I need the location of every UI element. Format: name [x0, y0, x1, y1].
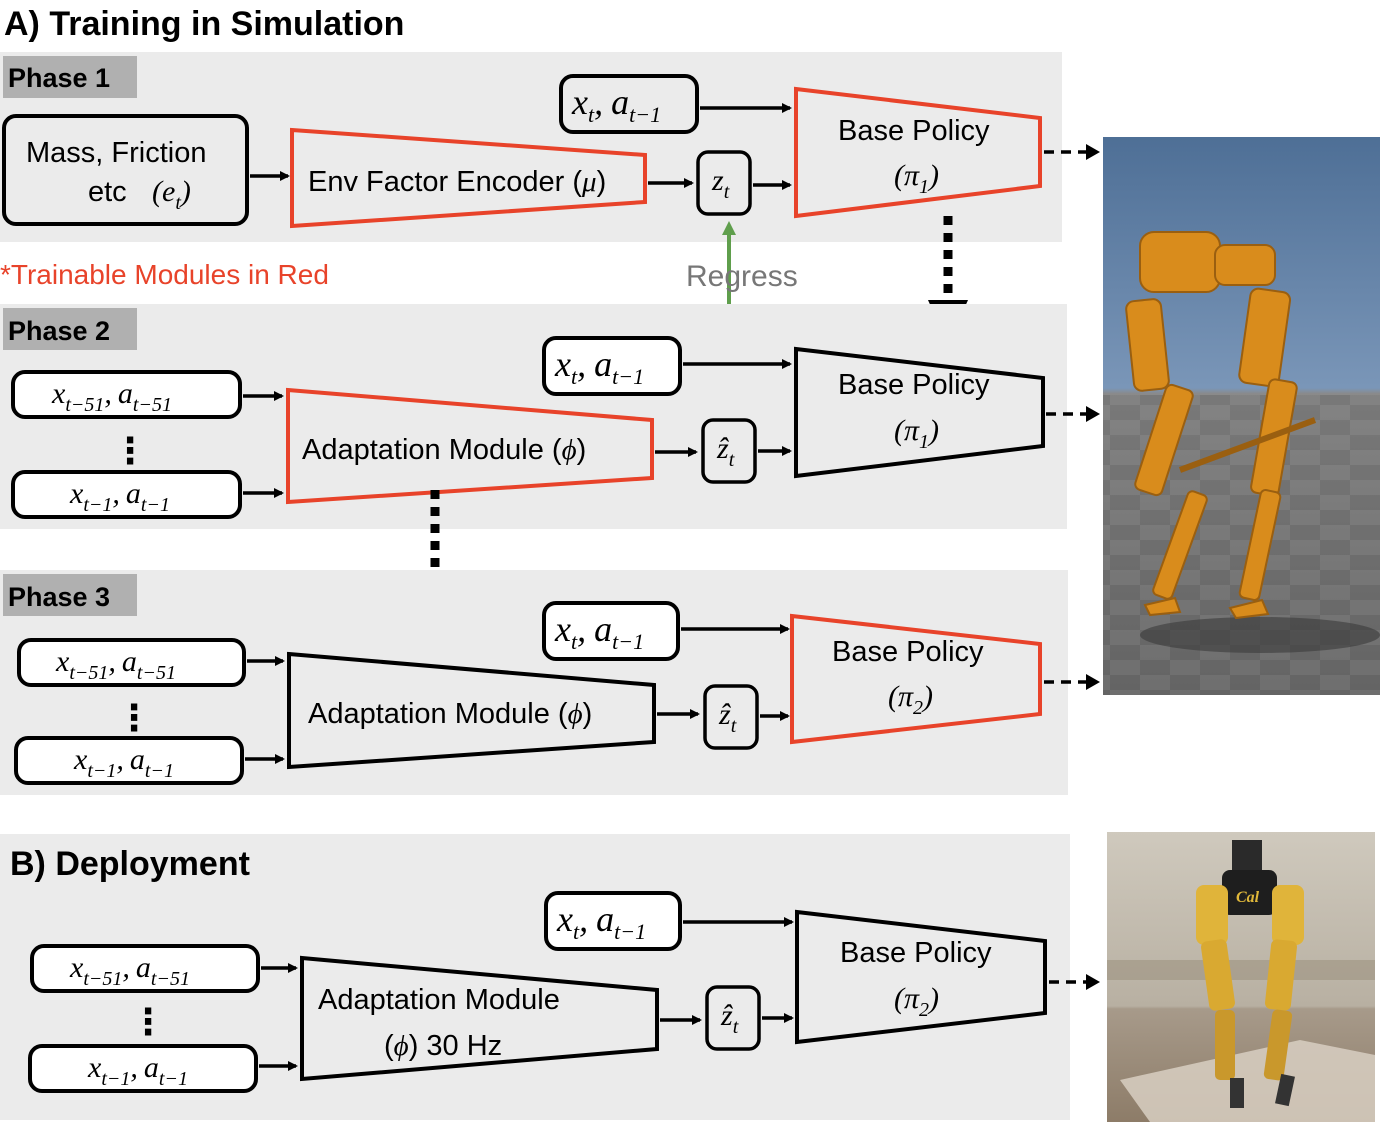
history-oldest-box-p3: xt−51,at−51 — [17, 638, 246, 687]
env-factors-symbol: (et) — [152, 175, 191, 214]
simulated-robot-image — [1103, 137, 1380, 695]
state-action-box-p3: xt,at−1 — [542, 601, 680, 661]
base-policy-symbol-deploy: (π2) — [894, 982, 939, 1021]
history-latest-box-p2: xt−1,at−1 — [11, 470, 242, 519]
phase-2-label: Phase 2 — [8, 316, 110, 346]
state-action-label-p3: xt,at−1 — [554, 609, 644, 654]
robot-real-icon: Cal — [1196, 840, 1304, 1108]
phase-1-panel: Phase 1 Mass, Friction etc (et) Env Fact… — [0, 52, 1100, 242]
history-oldest-box-p2: xt−51,at−51 — [11, 370, 242, 419]
section-b-title: B) Deployment — [10, 845, 250, 883]
latent-zhat-box-deploy: ẑt — [705, 985, 761, 1051]
base-policy-symbol-p3: (π2) — [888, 680, 933, 719]
phase-3-panel: Phase 3 xt−51,at−51 ⋮ xt−1,at−1 Adaptati… — [0, 570, 1100, 795]
arrow-head-output-deploy — [1086, 974, 1100, 990]
env-factors-line1: Mass, Friction — [26, 137, 206, 169]
base-policy-p1: Base Policy (π1) — [794, 86, 1042, 219]
base-policy-p2: Base Policy (π1) — [794, 346, 1045, 479]
history-latest-label-deploy: xt−1,at−1 — [87, 1051, 188, 1090]
base-policy-symbol-p2: (π1) — [894, 414, 939, 453]
state-action-label-deploy: xt,at−1 — [556, 899, 646, 944]
env-factor-encoder: Env Factor Encoder (μ) — [290, 127, 647, 229]
latent-z-box: zt — [696, 150, 752, 216]
adaptation-module-label-p3: Adaptation Module (ϕ) — [308, 698, 592, 730]
state-action-label-p1: xt,at−1 — [571, 82, 661, 127]
base-policy-deploy: Base Policy (π2) — [795, 909, 1047, 1045]
history-latest-box-deploy: xt−1,at−1 — [28, 1044, 258, 1093]
phase-2-panel: Phase 2 xt−51,at−51 ⋮ xt−1,at−1 Adaptati… — [0, 304, 1100, 529]
arrow-head-output-p3 — [1086, 674, 1100, 690]
adaptation-module-label-deploy: Adaptation Module — [318, 984, 560, 1016]
history-latest-box-p3: xt−1,at−1 — [14, 736, 244, 785]
arrow-head-output-p2 — [1086, 406, 1100, 422]
history-oldest-label-p2: xt−51,at−51 — [51, 377, 172, 416]
real-robot-image: Cal — [1107, 832, 1375, 1122]
history-latest-label-p2: xt−1,at−1 — [69, 477, 170, 516]
history-latest-label-p3: xt−1,at−1 — [73, 743, 174, 782]
latent-zhat-label-p3: ẑt — [718, 698, 737, 737]
state-action-box-p2: xt,at−1 — [542, 336, 682, 396]
base-policy-symbol-p1: (π1) — [894, 159, 939, 198]
base-policy-p3: Base Policy (π2) — [790, 613, 1042, 745]
deployment-panel: B) Deployment xt−51,at−51 ⋮ xt−1,at−1 Ad… — [0, 834, 1100, 1120]
latent-zhat-box-p3: ẑt — [703, 684, 759, 750]
latent-z-label: zt — [711, 164, 730, 203]
state-action-box-deploy: xt,at−1 — [544, 891, 682, 951]
history-oldest-box-deploy: xt−51,at−51 — [30, 944, 260, 993]
phase-1-label: Phase 1 — [8, 63, 110, 93]
base-policy-label-p3: Base Policy — [832, 636, 984, 668]
env-factors-line2: etc — [88, 176, 127, 208]
history-oldest-label-p3: xt−51,at−51 — [55, 645, 176, 684]
robot-sim-icon — [1125, 231, 1317, 620]
arrow-head-output-p1 — [1086, 144, 1100, 160]
phase-3-label: Phase 3 — [8, 582, 110, 612]
adaptation-module-deploy: Adaptation Module (ϕ) 30 Hz — [300, 955, 659, 1082]
phase-2-tag — [3, 308, 137, 350]
history-ellipsis-deploy: ⋮ — [130, 1001, 166, 1042]
base-policy-label-p1: Base Policy — [838, 115, 990, 147]
history-oldest-label-deploy: xt−51,at−51 — [69, 951, 190, 990]
phase-1-tag — [3, 56, 137, 98]
trainable-modules-note: *Trainable Modules in Red — [0, 259, 329, 290]
base-policy-label-deploy: Base Policy — [840, 937, 992, 969]
adaptation-module-p3: Adaptation Module (ϕ) — [287, 651, 656, 770]
history-ellipsis-p2: ⋮ — [112, 430, 148, 471]
latent-zhat-label-deploy: ẑt — [720, 999, 739, 1038]
regress-label: Regress — [686, 260, 798, 293]
env-factors-box: Mass, Friction etc (et) — [2, 114, 249, 226]
latent-zhat-box-p2: ẑt — [701, 418, 757, 484]
history-ellipsis-p3: ⋮ — [116, 697, 152, 738]
env-encoder-label: Env Factor Encoder (μ) — [308, 166, 606, 198]
section-a-title: A) Training in Simulation — [4, 5, 404, 43]
cal-logo: Cal — [1236, 889, 1260, 906]
state-action-box-p1: xt,at−1 — [559, 74, 699, 134]
state-action-label-p2: xt,at−1 — [554, 344, 644, 389]
base-policy-label-p2: Base Policy — [838, 369, 990, 401]
adaptation-module-p2: Adaptation Module (ϕ) — [286, 387, 654, 505]
adaptation-module-rate-deploy: (ϕ) 30 Hz — [384, 1030, 502, 1062]
latent-zhat-label-p2: ẑt — [716, 432, 735, 471]
adaptation-module-label-p2: Adaptation Module (ϕ) — [302, 434, 586, 466]
phase-3-tag — [3, 574, 137, 616]
